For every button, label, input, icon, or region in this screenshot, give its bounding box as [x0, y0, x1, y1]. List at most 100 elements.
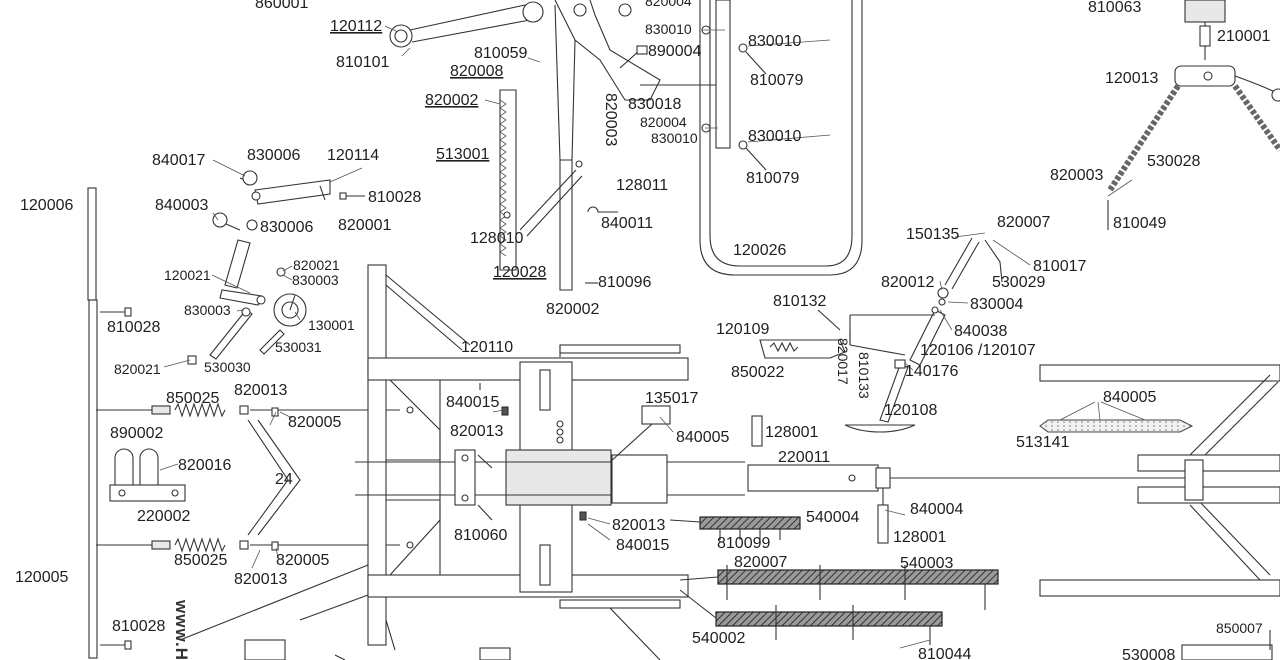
chain-assembly [1107, 0, 1280, 230]
label-850022: 850022 [731, 364, 784, 381]
label-513001: 513001 [436, 146, 489, 163]
label-840017: 840017 [152, 152, 205, 169]
label-810133-vertical: 810133 [856, 352, 872, 399]
label-890004: 890004 [648, 43, 701, 60]
label-820012: 820012 [881, 274, 934, 291]
label-820013-upper-left: 820013 [234, 382, 287, 399]
label-540003: 540003 [900, 555, 953, 572]
label-830018: 830018 [628, 96, 681, 113]
label-128001-lower: 128001 [893, 529, 946, 546]
label-150135: 150135 [906, 226, 959, 243]
label-220002: 220002 [137, 508, 190, 525]
label-120106-120107: 120106 /120107 [920, 342, 1036, 359]
part-labels: 860001 120112 810101 810059 820008 82000… [15, 0, 1270, 660]
label-120112: 120112 [330, 18, 382, 35]
label-830010-mid-right: 830010 [748, 128, 801, 145]
label-830003-lower: 830003 [184, 302, 231, 318]
label-810049: 810049 [1113, 215, 1166, 232]
label-830010-mid-left: 830010 [651, 130, 698, 146]
left-linkage-assembly [87, 170, 365, 659]
label-810096: 810096 [598, 274, 651, 291]
label-830003-upper: 830003 [292, 272, 339, 288]
label-820003-vertical: 820003 [602, 93, 619, 146]
label-810059: 810059 [474, 45, 527, 62]
label-820017-vertical: 820017 [835, 338, 851, 385]
label-540004: 540004 [806, 509, 859, 526]
label-128010: 128010 [470, 230, 523, 247]
label-820005-lower: 820005 [276, 552, 329, 569]
label-120026: 120026 [733, 242, 786, 259]
label-840005-center: 840005 [676, 429, 729, 446]
watermark-text: www.H [172, 599, 191, 660]
label-220011: 220011 [778, 449, 830, 466]
rubber-pads [669, 516, 999, 645]
label-810063: 810063 [1088, 0, 1141, 16]
label-810079-mid: 810079 [746, 170, 799, 187]
label-120005: 120005 [15, 569, 68, 586]
label-540002: 540002 [692, 630, 745, 647]
label-120108: 120108 [884, 402, 937, 419]
label-810028-lower: 810028 [112, 618, 165, 635]
label-130001: 130001 [308, 317, 355, 333]
lever-assembly [389, 0, 661, 291]
label-830006-upper: 830006 [247, 147, 300, 164]
label-135017: 135017 [645, 390, 698, 407]
label-820021-lower: 820021 [114, 361, 161, 377]
label-820016: 820016 [178, 457, 231, 474]
label-120013: 120013 [1105, 70, 1158, 87]
label-810028-upper: 810028 [368, 189, 421, 206]
label-820004-top: 820004 [645, 0, 692, 9]
label-830010-top-left: 830010 [645, 21, 692, 37]
label-513141: 513141 [1016, 434, 1069, 451]
label-840005-right: 840005 [1103, 389, 1156, 406]
drawing-artwork [87, 0, 1280, 660]
label-810132: 810132 [773, 293, 826, 310]
label-840011: 840011 [601, 215, 653, 232]
label-810017: 810017 [1033, 258, 1086, 275]
label-810044: 810044 [918, 646, 971, 660]
label-120028: 120028 [493, 264, 546, 281]
label-830010-top-right: 830010 [748, 33, 801, 50]
rod-assembly [609, 405, 1190, 544]
label-810101: 810101 [336, 54, 389, 71]
label-530030: 530030 [204, 359, 251, 375]
label-530008: 530008 [1122, 647, 1175, 660]
label-850025-upper: 850025 [166, 390, 219, 407]
label-840004: 840004 [910, 501, 963, 518]
label-810099: 810099 [717, 535, 770, 552]
spring-yoke-assembly [96, 402, 400, 650]
label-840015-lower: 840015 [616, 537, 669, 554]
label-850025-lower: 850025 [174, 552, 227, 569]
pedal-lever-assembly [759, 237, 1003, 433]
label-120021: 120021 [164, 267, 211, 283]
label-120006: 120006 [20, 197, 73, 214]
label-530028: 530028 [1147, 153, 1200, 170]
label-830006-lower: 830006 [260, 219, 313, 236]
label-830004: 830004 [970, 296, 1023, 313]
label-820007-upper: 820007 [997, 214, 1050, 231]
label-820005-upper: 820005 [288, 414, 341, 431]
label-820002-upper: 820002 [425, 92, 478, 109]
label-820013-lower-left: 820013 [234, 571, 287, 588]
label-840015-upper: 840015 [446, 394, 499, 411]
label-120109: 120109 [716, 321, 769, 338]
label-24: 24 [275, 471, 293, 488]
label-820004-mid: 820004 [640, 114, 687, 130]
handle-frame [640, 0, 863, 276]
leader-lines [159, 25, 1133, 649]
label-820003-right: 820003 [1050, 167, 1103, 184]
label-820007-lower: 820007 [734, 554, 787, 571]
label-810060: 810060 [454, 527, 507, 544]
label-820013-center-upper: 820013 [450, 423, 503, 440]
label-128001-upper: 128001 [765, 424, 818, 441]
label-890002: 890002 [110, 425, 163, 442]
main-frame [179, 264, 745, 660]
label-820008: 820008 [450, 63, 503, 80]
label-840038: 840038 [954, 323, 1007, 340]
label-820013-center-lower: 820013 [612, 517, 665, 534]
label-810028-left: 810028 [107, 319, 160, 336]
label-210001: 210001 [1217, 28, 1270, 45]
label-530031: 530031 [275, 339, 322, 355]
label-850007: 850007 [1216, 620, 1263, 636]
